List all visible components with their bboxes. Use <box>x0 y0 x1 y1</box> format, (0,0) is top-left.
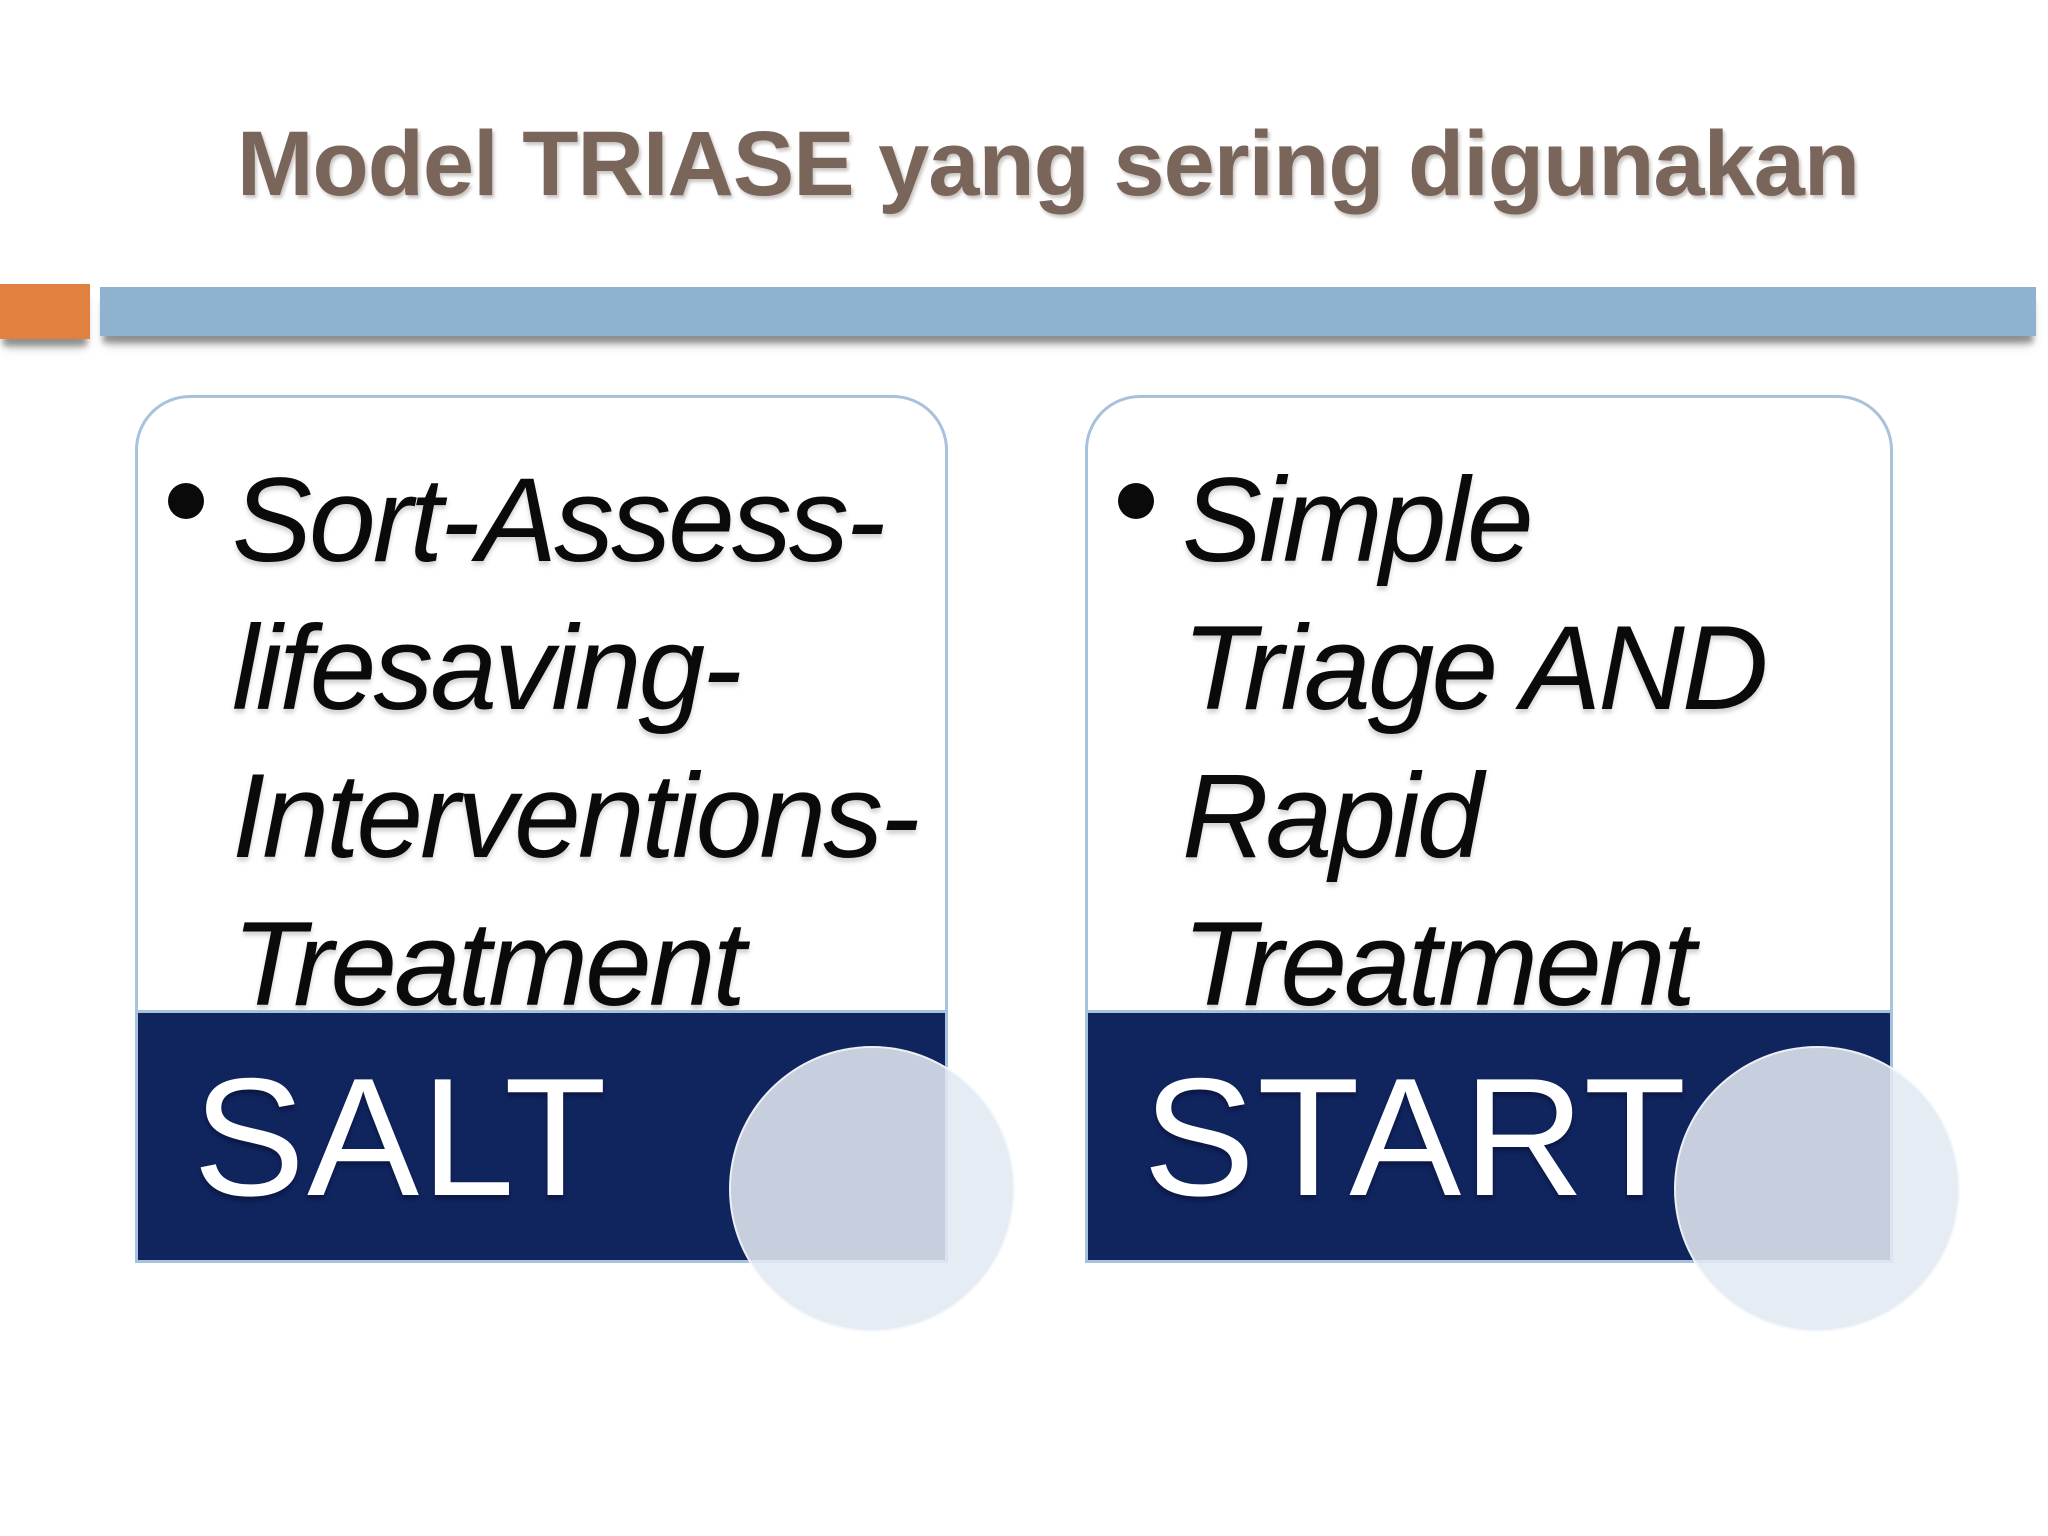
text-line: Treatment <box>232 897 746 1031</box>
text-line: Treatment <box>1182 897 1696 1031</box>
bullet-icon <box>1118 483 1154 519</box>
slide-title: Model TRIASE yang sering digunakan <box>236 113 1860 215</box>
text-line: Rapid <box>1182 749 1484 883</box>
card-start-text: Simple Triage AND Rapid Treatment <box>1182 446 1768 1038</box>
card-salt-text: Sort-Assess- lifesaving- Interventions- … <box>232 446 920 1038</box>
accent-blue-bar <box>100 287 2036 336</box>
card-start: Simple Triage AND Rapid Treatment START <box>1085 395 1960 1332</box>
text-line: Interventions- <box>232 749 920 883</box>
card-start-body: Simple Triage AND Rapid Treatment <box>1118 446 1880 1038</box>
accent-orange-block <box>0 284 90 339</box>
card-start-label: START <box>1143 1042 1689 1231</box>
card-salt-label: SALT <box>193 1042 609 1231</box>
text-line: Triage AND <box>1182 601 1768 735</box>
decorative-circle <box>1674 1046 1960 1332</box>
text-line: lifesaving- <box>232 601 742 735</box>
decorative-circle <box>729 1046 1015 1332</box>
text-line: Simple <box>1182 453 1534 587</box>
text-line: Sort-Assess- <box>232 453 886 587</box>
bullet-icon <box>168 483 204 519</box>
card-salt: Sort-Assess- lifesaving- Interventions- … <box>135 395 1015 1332</box>
card-salt-body: Sort-Assess- lifesaving- Interventions- … <box>168 446 935 1038</box>
